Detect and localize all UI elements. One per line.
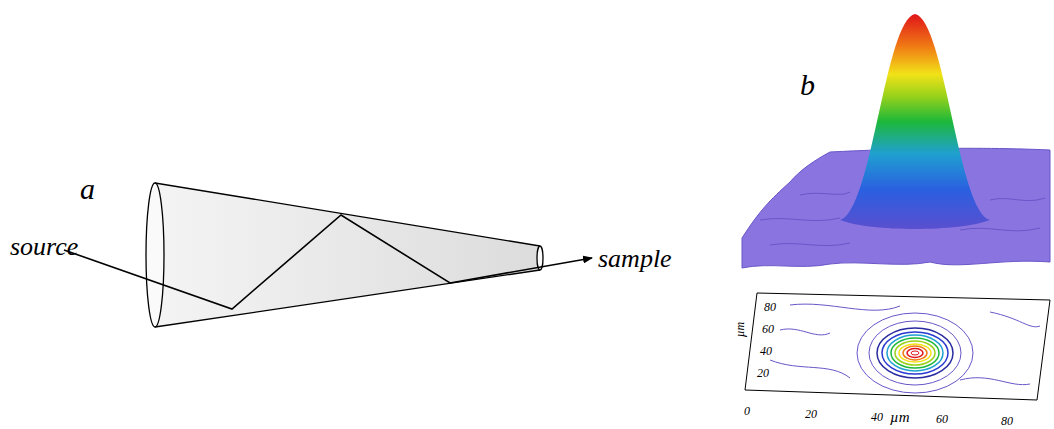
x-tick: 20 <box>805 407 817 422</box>
x-tick: 60 <box>936 412 948 427</box>
y-tick: 20 <box>757 366 769 381</box>
panel-letter: b <box>800 68 815 102</box>
panel-letter: a <box>80 172 95 206</box>
ray-path <box>64 215 592 309</box>
capillary-cone <box>146 183 543 327</box>
x-tick: 40 <box>871 410 883 425</box>
x-tick: 0 <box>744 404 750 419</box>
beam-profile-3d <box>742 14 1050 268</box>
sample-label: sample <box>598 244 672 274</box>
y-tick: 60 <box>762 322 774 337</box>
x-tick: 80 <box>1001 414 1013 429</box>
y-axis-unit: µm <box>733 322 748 338</box>
y-tick: 40 <box>760 344 772 359</box>
source-label: source <box>10 232 78 262</box>
contour-plot <box>745 293 1050 400</box>
x-axis-unit: µm <box>890 409 909 426</box>
y-tick: 80 <box>764 300 776 315</box>
